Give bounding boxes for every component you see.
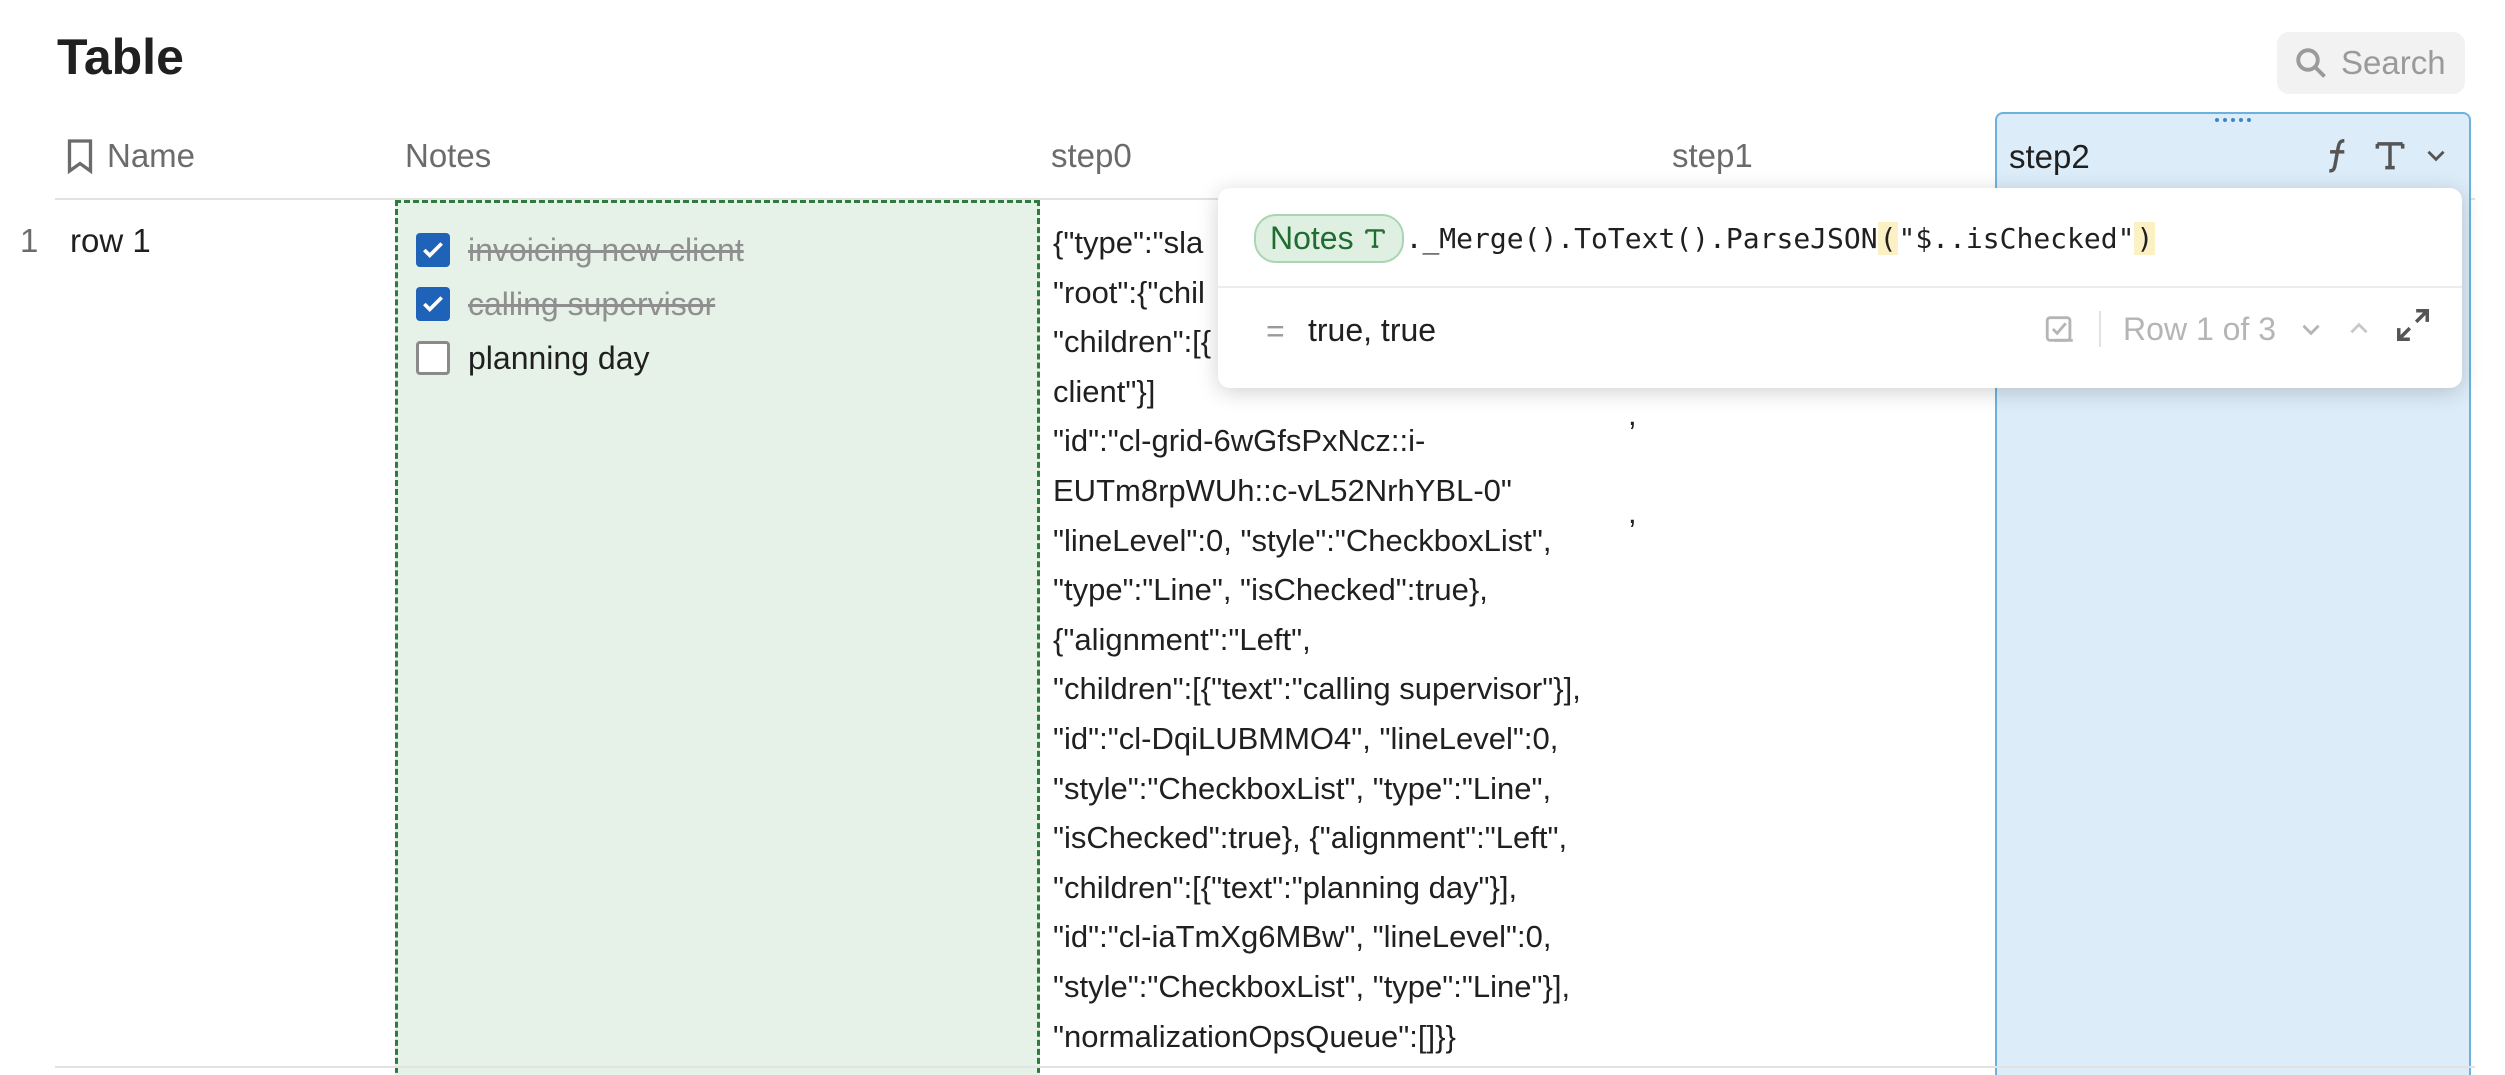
checklist-item-text: invoicing new client bbox=[468, 231, 744, 268]
checkbox-checked[interactable] bbox=[416, 287, 450, 321]
popup-divider bbox=[1218, 286, 2462, 288]
chevron-down-icon[interactable] bbox=[2423, 142, 2449, 168]
checklist: invoicing new client calling supervisor … bbox=[416, 223, 744, 385]
row-divider bbox=[55, 1066, 2475, 1068]
checklist-item-text: calling supervisor bbox=[468, 285, 716, 322]
formula-close-paren: ) bbox=[2134, 221, 2156, 255]
checklist-icon[interactable] bbox=[2043, 312, 2077, 346]
column-header-name-label: Name bbox=[107, 137, 196, 174]
notes-cell[interactable]: invoicing new client calling supervisor … bbox=[395, 200, 1040, 1075]
formula-argument: "$..isChecked" bbox=[1898, 221, 2135, 255]
search-icon bbox=[2296, 48, 2326, 78]
step1-cell[interactable]: , , bbox=[1628, 397, 1637, 530]
chevron-down-icon[interactable] bbox=[2298, 316, 2324, 342]
formula-chain: ._Merge().ToText().ParseJSON bbox=[1405, 221, 1878, 255]
column-drag-handle[interactable] bbox=[2215, 118, 2251, 124]
formula-icon[interactable] bbox=[2319, 136, 2357, 174]
column-header-name[interactable]: Name bbox=[65, 112, 195, 200]
expand-icon bbox=[2397, 309, 2429, 341]
column-header-step2[interactable]: step2 bbox=[2009, 138, 2090, 175]
checklist-item[interactable]: planning day bbox=[416, 331, 744, 385]
checklist-item-text: planning day bbox=[468, 339, 650, 376]
checkmark-icon bbox=[423, 296, 443, 313]
row-name-cell[interactable]: row 1 bbox=[70, 222, 151, 259]
checkmark-icon bbox=[423, 242, 443, 259]
result-equals-sign: = bbox=[1266, 313, 1285, 349]
text-type-icon[interactable] bbox=[2371, 136, 2409, 174]
bookmark-icon bbox=[67, 139, 93, 174]
row-indicator: Row 1 of 3 bbox=[2123, 310, 2276, 347]
formula-editor-popup[interactable]: Notes ._Merge().ToText().ParseJSON ( "$.… bbox=[1218, 188, 2462, 388]
column-reference-label: Notes bbox=[1270, 219, 1354, 256]
search-label: Search bbox=[2341, 44, 2446, 81]
column-type-controls bbox=[2319, 136, 2449, 174]
expand-button[interactable] bbox=[2394, 306, 2432, 352]
formula-result-value: true, true bbox=[1308, 312, 1437, 348]
result-toolbar: Row 1 of 3 bbox=[2043, 306, 2432, 352]
formula-open-paren: ( bbox=[1877, 221, 1899, 255]
formula-input[interactable]: Notes ._Merge().ToText().ParseJSON ( "$.… bbox=[1254, 213, 2156, 263]
column-header-step1[interactable]: step1 bbox=[1672, 137, 1753, 174]
chevron-up-icon[interactable] bbox=[2346, 316, 2372, 342]
step0-cell[interactable]: {"type":"sla "root":{"chil "children":[{… bbox=[1053, 225, 1581, 1054]
text-type-icon bbox=[1364, 229, 1385, 248]
checklist-item[interactable]: calling supervisor bbox=[416, 277, 744, 331]
search-button[interactable]: Search bbox=[2277, 32, 2465, 94]
checkbox-checked[interactable] bbox=[416, 233, 450, 267]
row-number: 1 bbox=[20, 222, 39, 259]
column-reference-chip[interactable]: Notes bbox=[1254, 213, 1404, 263]
column-header-step0[interactable]: step0 bbox=[1051, 137, 1132, 174]
checklist-item[interactable]: invoicing new client bbox=[416, 223, 744, 277]
checkbox-unchecked[interactable] bbox=[416, 341, 450, 375]
page-title: Table bbox=[57, 29, 184, 85]
column-header-notes[interactable]: Notes bbox=[405, 137, 492, 174]
toolbar-separator bbox=[2099, 311, 2102, 347]
